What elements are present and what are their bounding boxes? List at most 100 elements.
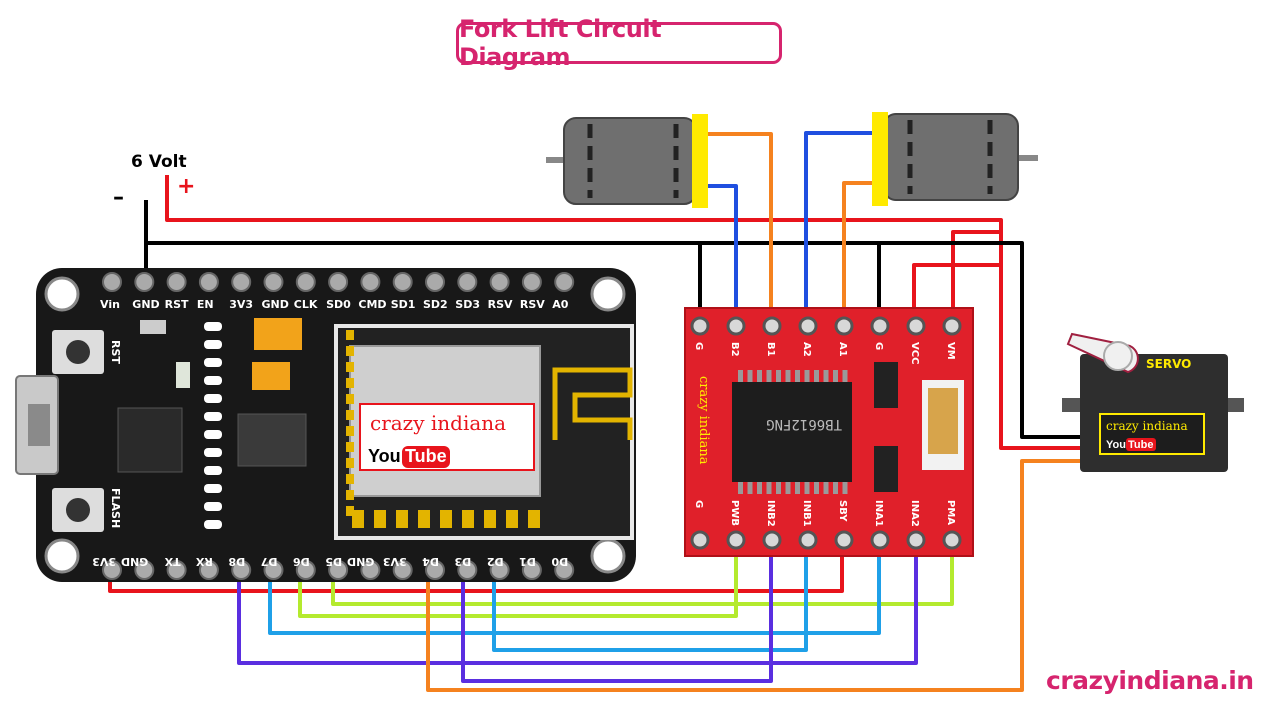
driver-top-pin-7 (942, 316, 962, 336)
nodemcu-top-pin-label: SD0 (326, 298, 351, 311)
nodemcu-top-pin-9 (392, 272, 413, 292)
nodemcu-top-pin-label: RSV (520, 298, 545, 311)
driver-bottom-pin-0 (690, 530, 710, 550)
battery-negative-sign: – (113, 185, 124, 210)
chip-leg (766, 482, 772, 494)
wire-d5-pma (331, 540, 954, 606)
driver-top-pin-1 (726, 316, 746, 336)
header-pad (204, 484, 222, 493)
nodemcu-top-pin-13 (521, 272, 542, 292)
nodemcu-bottom-pin-label: 3V3 (383, 555, 407, 568)
chip-leg (833, 482, 838, 494)
driver-top-pin-label: G (693, 342, 704, 350)
wire-motor-a2 (804, 131, 884, 326)
esp-pad (346, 442, 354, 452)
chip-leg (823, 370, 829, 382)
battery-positive-sign: + (177, 174, 195, 199)
youtube-logo: You Tube (368, 446, 450, 468)
driver-bottom-pin-label: G (693, 500, 704, 508)
esp-pad (346, 426, 354, 436)
driver-top-pin-3 (798, 316, 818, 336)
chip-leg (785, 370, 791, 382)
chip-leg (842, 482, 848, 494)
flash-label: FLASH (109, 488, 122, 528)
chip-leg (747, 370, 753, 382)
chip-leg (785, 482, 791, 494)
nodemcu-bottom-pin-label: GND (121, 555, 148, 568)
wire-d4-servo (426, 459, 1080, 692)
header-pad (204, 448, 222, 457)
esp-pad (346, 394, 354, 404)
nodemcu-bottom-pin-12 (489, 560, 510, 580)
nodemcu-bottom-pin-label: D6 (293, 555, 310, 568)
esp-pad-bottom (374, 510, 386, 528)
nodemcu-top-pin-1 (134, 272, 155, 292)
chip-leg (747, 482, 753, 494)
servo-brand: crazy indiana (1106, 419, 1188, 433)
esp-pad (346, 378, 354, 388)
mount-hole-bl (44, 538, 80, 574)
nodemcu-top-pin-14 (554, 272, 575, 292)
driver-bottom-pin-label: INB1 (801, 500, 812, 527)
esp-pad-bottom (528, 510, 540, 528)
driver-chip (732, 382, 852, 482)
chip-leg (757, 482, 762, 494)
chip-leg (804, 482, 810, 494)
tantalum-cap-2 (252, 362, 290, 390)
wire-vm-red (951, 230, 1001, 320)
nodemcu-top-pin-label: SD2 (423, 298, 448, 311)
driver-bottom-pin-7 (942, 530, 962, 550)
chip-leg (833, 370, 838, 382)
driver-top-pin-label: B2 (729, 342, 740, 357)
footer-website: crazyindiana.in (1046, 666, 1254, 695)
driver-bottom-pin-label: INA1 (873, 500, 884, 527)
nodemcu-bottom-pin-3 (198, 560, 219, 580)
nodemcu-bottom-pin-label: D3 (455, 555, 472, 568)
nodemcu-bottom-pin-13 (521, 560, 542, 580)
driver-bottom-pin-label: PWB (729, 500, 740, 526)
nodemcu-top-pin-4 (231, 272, 252, 292)
motor-right-cap (872, 112, 888, 206)
nodemcu-top-pin-12 (489, 272, 510, 292)
servo-label: SERVO (1146, 357, 1191, 371)
wire-d7-ina1 (268, 540, 881, 635)
nodemcu-bottom-pin-9 (392, 560, 413, 580)
nodemcu-top-pin-label: CLK (294, 298, 318, 311)
driver-top-pin-label: VCC (909, 342, 920, 364)
esp-pad-bottom (506, 510, 518, 528)
nodemcu-top-pin-label: RST (165, 298, 189, 311)
nodemcu-top-pin-11 (457, 272, 478, 292)
driver-top-pin-2 (762, 316, 782, 336)
nodemcu-bottom-pin-0 (102, 560, 122, 580)
nodemcu-top-pin-2 (166, 272, 187, 292)
nodemcu-bottom-pin-14 (554, 560, 575, 580)
nodemcu-top-pin-label: SD1 (391, 298, 416, 311)
wire-d2-inb1 (492, 540, 808, 652)
rst-label: RST (109, 340, 122, 364)
chip-leg (738, 370, 743, 382)
driver-bottom-pin-label: INA2 (909, 500, 920, 527)
wire-d6-pwb (298, 540, 738, 618)
nodemcu-top-pin-10 (425, 272, 445, 292)
header-pad (204, 430, 222, 439)
motor-left (546, 114, 708, 208)
driver-brand: crazy indiana (696, 376, 711, 465)
nodemcu-bottom-pin-label: TX (164, 555, 181, 568)
nodemcu-top-pin-label: 3V3 (229, 298, 253, 311)
status-led (176, 362, 190, 388)
motor-left-cap (692, 114, 708, 208)
header-pad (204, 394, 222, 403)
chip-leg (814, 482, 819, 494)
nodemcu-top-pin-0 (102, 272, 122, 292)
chip-leg (795, 370, 800, 382)
nodemcu-bottom-pin-10 (425, 560, 445, 580)
servo-youtube-you: You (1106, 439, 1126, 451)
header-pad (204, 412, 222, 421)
chip-leg (757, 370, 762, 382)
esp-pad (346, 490, 354, 500)
driver-bottom-pin-4 (834, 530, 854, 550)
nodemcu-top-pin-label: CMD (358, 298, 386, 311)
usb-serial-chip (117, 407, 183, 473)
mount-hole-tr (590, 276, 626, 312)
